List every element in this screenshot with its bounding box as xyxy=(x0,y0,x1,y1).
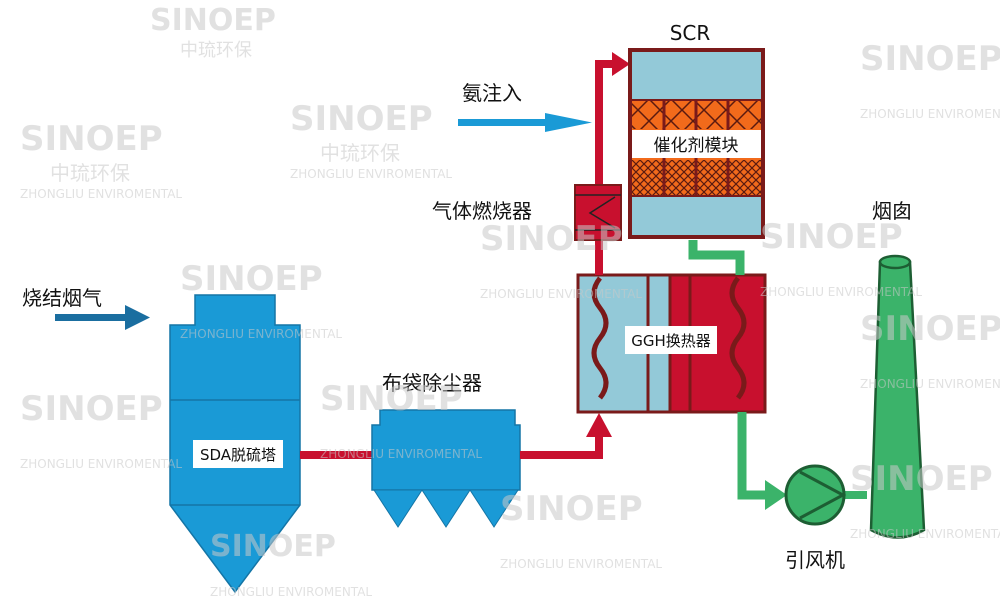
sda-tower: SDA脱硫塔 xyxy=(169,294,301,594)
gas-burner-label: 气体燃烧器 xyxy=(432,199,532,223)
watermark-en: ZHONGLIU ENVIROMENTAL xyxy=(860,377,1000,391)
flue-pipe-to-ggh xyxy=(520,413,612,459)
watermark-logo: SINOEP xyxy=(860,309,1000,349)
sda-tower-label: SDA脱硫塔 xyxy=(200,446,276,464)
watermark-en: ZHONGLIU ENVIROMENTAL xyxy=(860,107,1000,121)
bag-filter-label: 布袋除尘器 xyxy=(382,371,482,395)
watermark-logo: SINOEP xyxy=(150,3,276,38)
ammonia-injection-label: 氨注入 xyxy=(462,81,522,105)
watermark-en: ZHONGLIU ENVIROMENTAL xyxy=(180,327,342,341)
watermark-logo: SINOEP xyxy=(210,529,336,564)
watermark-en: ZHONGLIU ENVIROMENTAL xyxy=(210,585,372,599)
inlet-arrow xyxy=(55,305,150,330)
watermark-logo: SINOEP xyxy=(320,379,463,419)
stack xyxy=(869,254,926,539)
watermark-logo: SINOEP xyxy=(860,39,1000,79)
watermark-en: ZHONGLIU ENVIROMENTAL xyxy=(500,557,662,571)
gas-burner xyxy=(574,184,622,241)
watermark-en: ZHONGLIU ENVIROMENTAL xyxy=(290,167,452,181)
watermark-cn: 中琉环保 xyxy=(180,40,252,61)
watermark-en: ZHONGLIU ENVIROMENTAL xyxy=(850,527,1000,541)
id-fan xyxy=(784,464,847,526)
riser-pipe xyxy=(595,52,630,275)
watermark-cn: 中琉环保 xyxy=(50,161,130,185)
watermark-logo: SINOEP xyxy=(500,489,643,529)
stack-label: 烟囱 xyxy=(872,199,912,223)
watermark-logo: SINOEP xyxy=(760,217,903,257)
watermark-en: ZHONGLIU ENVIROMENTAL xyxy=(760,285,922,299)
catalyst-module-label: 催化剂模块 xyxy=(654,136,739,156)
watermark-en: ZHONGLIU ENVIROMENTAL xyxy=(480,287,642,301)
sinter-flue-gas-label: 烧结烟气 xyxy=(22,286,102,310)
watermark-en: ZHONGLIU ENVIROMENTAL xyxy=(20,187,182,201)
id-fan-label: 引风机 xyxy=(785,548,845,572)
watermark-en: ZHONGLIU ENVIROMENTAL xyxy=(20,457,182,471)
watermark-logo: SINOEP xyxy=(850,459,993,499)
watermark-logo: SINOEP xyxy=(290,99,433,139)
flue-pipe xyxy=(300,451,372,459)
watermark-en: ZHONGLIU ENVIROMENTAL xyxy=(320,447,482,461)
scr-label: SCR xyxy=(670,21,711,45)
watermark-logo: SINOEP xyxy=(20,119,163,159)
clean-gas-pipes xyxy=(688,240,867,510)
ggh-label: GGH换热器 xyxy=(631,332,711,350)
watermark-logo: SINOEP xyxy=(20,389,163,429)
ggh-heat-exchanger: GGH换热器 xyxy=(576,273,767,414)
watermark-logo: SINOEP xyxy=(480,219,623,259)
scr-reactor: 催化剂模块 xyxy=(628,48,765,239)
bag-filter xyxy=(371,409,521,528)
ammonia-arrow xyxy=(458,113,592,132)
watermark-cn: 中琉环保 xyxy=(320,141,400,165)
watermark-logo: SINOEP xyxy=(180,259,323,299)
